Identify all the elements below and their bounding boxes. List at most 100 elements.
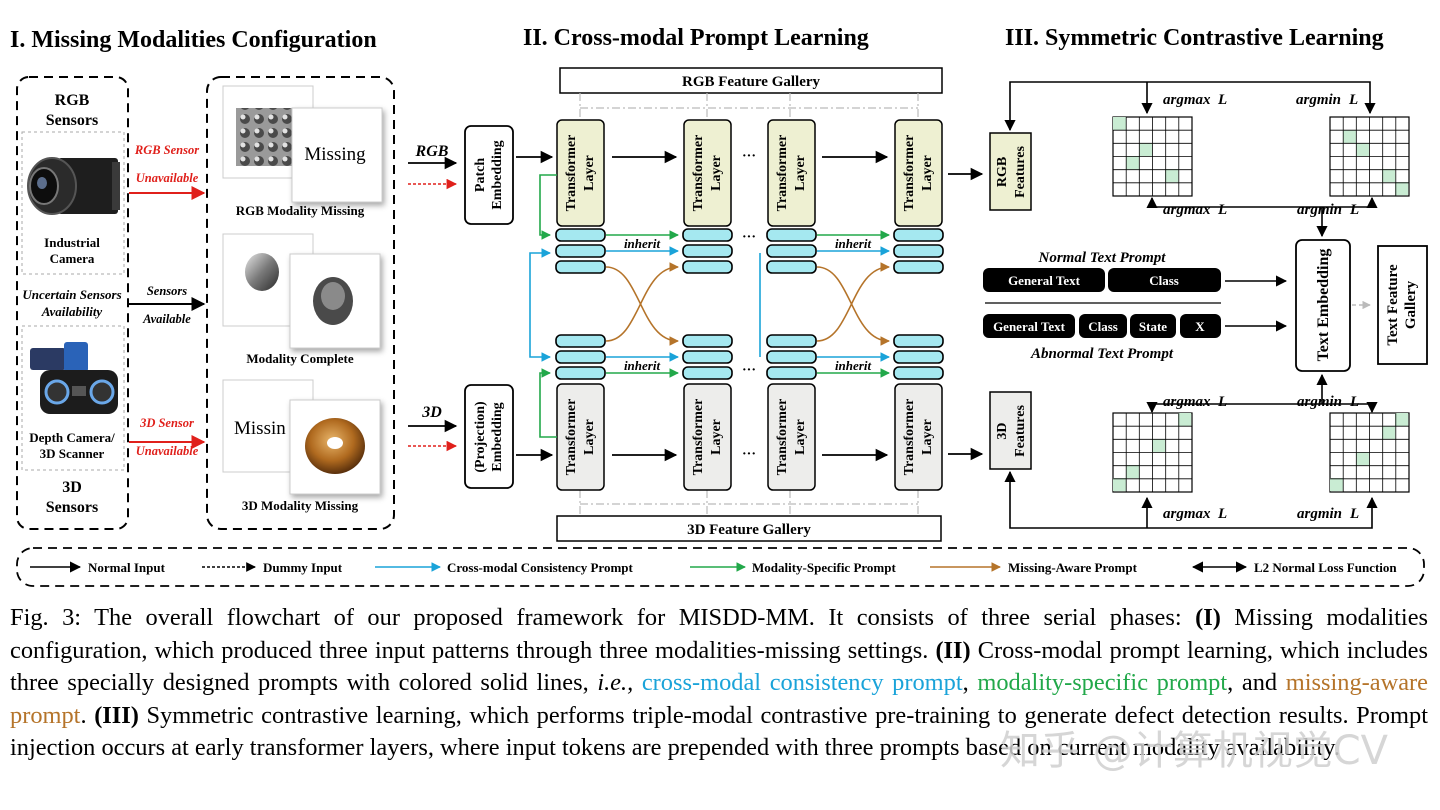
normal-text-prompt-label: Normal Text Prompt [1038,250,1167,266]
projection-embedding-box [464,384,514,489]
tf-label-a: Transformer [564,135,579,212]
rgb-sensors-title-2: Sensors [46,112,98,129]
state-token-label: State [1139,319,1167,334]
3d-input-label: 3D [421,404,442,421]
3d-features-box [989,391,1032,470]
rgb-transformer-1 [556,119,605,227]
ellipsis-prompt-bottom: ··· [742,363,756,378]
ellipsis-3d-tf: ··· [742,447,756,462]
depth-camera-image [30,342,118,414]
loss-symbol: L [1217,92,1227,108]
rgb-features-label-1: RGB [995,157,1010,187]
depth-camera-label-1: Depth Camera/ [29,430,115,445]
rgb-feature-gallery-label: RGB Feature Gallery [682,74,821,90]
rgb-modality-missing-label: RGB Modality Missing [236,203,365,218]
tf-label-a: Transformer [902,135,917,212]
general-text-token-label: General Text [993,319,1066,334]
class-token-normal [1108,268,1221,292]
sensors-available-label-2: Available [142,312,191,326]
missing-text-3d: Missin [234,418,286,439]
tf-label-a: Transformer [564,399,579,476]
caption-phase-2: (II) [935,636,971,664]
tf-label-b: Layer [793,155,808,191]
uncertain-label-2: Availability [41,304,103,319]
3d-transformer-4 [894,383,943,491]
text-feature-gallery-label-1: Text Feature [1385,264,1401,346]
tf-label-a: Transformer [691,399,706,476]
tf-label-b: Layer [582,155,597,191]
3d-unavailable-label-2: Unavailable [136,444,199,458]
sensors-panel: RGB Sensors Industrial Camera Uncertain … [16,76,129,530]
general-text-token-label: General Text [1008,273,1081,288]
inherit-label-3: inherit [624,358,661,373]
argmax-label: argmax [1163,92,1211,108]
argmin-label: argmin [1296,92,1341,108]
tf-label-b: Layer [709,419,724,455]
transformer-col-3: Transformer Layer Transformer Layer [767,119,816,491]
general-text-token-normal [983,268,1105,292]
prompt-stacks [555,228,944,380]
similarity-matrix-3d-right [1329,412,1410,493]
tf-label-b: Layer [709,155,724,191]
tf-label-a: Transformer [691,135,706,212]
general-text-token-abnormal [983,314,1075,338]
3d-sensors-title-2: Sensors [46,499,98,516]
industrial-camera-image [27,157,120,215]
3d-missing-pair: Missin [222,379,381,495]
rgb-feature-gallery [559,67,943,94]
modality-complete-label: Modality Complete [246,351,353,366]
text-feature-gallery-label-2: Gallery [1403,280,1419,329]
tf-label-b: Layer [582,419,597,455]
transformer-col-1: Transformer Layer Transformer Layer [556,119,605,491]
patch-embedding-label-2: Embedding [490,140,505,209]
missing-aware-curves [605,262,890,346]
caption-text-2: Cross-modal prompt learning, which inclu… [10,636,1428,697]
3d-feature-gallery [556,515,942,542]
rgb-features-label-2: Features [1013,146,1028,198]
similarity-matrix-rgb-left [1112,116,1193,197]
rgb-transformer-3 [767,119,816,227]
state-token [1130,314,1176,338]
figure-caption: Fig. 3: The overall flowchart of our pro… [10,602,1428,765]
argmax-label: argmax [1163,394,1211,410]
ellipsis-rgb-tf: ··· [742,149,756,164]
sensors-available-label-1: Sensors [147,284,187,298]
phase-2-title: II. Cross-modal Prompt Learning [523,25,869,51]
caption-lead: Fig. 3: The overall flowchart of our pro… [10,604,1196,631]
inherit-label-1: inherit [624,236,661,251]
rgb-unavailable-label-1: RGB Sensor [134,143,199,157]
caption-phase-1: (I) [1195,604,1221,631]
caption-modality-specific: modality-specific prompt [977,669,1228,697]
argmin-label: argmin [1297,394,1342,410]
l2-loss-connectors [1004,81,1378,529]
transformer-col-2: Transformer Layer Transformer Layer [683,119,732,491]
inherit-label-4: inherit [835,358,872,373]
rgb-transformer-4 [894,119,943,227]
caption-ie: i.e., [597,669,634,697]
3d-modality-missing-label: 3D Modality Missing [242,498,359,513]
3d-unavailable-label-1: 3D Sensor [139,416,194,430]
rgb-features-box [989,132,1032,211]
projection-embedding-label-1: (Projection) [473,401,488,473]
legend-missing-aware: Missing-Aware Prompt [1008,560,1138,575]
gallery-dashed-connectors [579,93,919,516]
tf-flow-arrows [612,150,889,462]
3d-features-label-2: Features [1013,405,1028,457]
rgb-missing-pair: Missing [222,85,383,203]
class-token-label: Class [1088,319,1118,334]
class-token-abnormal [1079,314,1127,338]
argmin-label: argmin [1297,506,1342,522]
3d-features-label-1: 3D [995,422,1010,439]
loss-symbol: L [1349,506,1359,522]
x-token-label: X [1195,319,1205,334]
legend-modality-specific: Modality-Specific Prompt [752,560,896,575]
3d-feature-gallery-label: 3D Feature Gallery [687,522,811,538]
abnormal-text-prompt-label: Abnormal Text Prompt [1030,346,1174,362]
complete-pair [222,233,381,349]
3d-sensors-title-1: 3D [62,479,82,496]
tf-label-b: Layer [920,155,935,191]
caption-dot: . [80,701,95,729]
caption-phase-3: (III) [94,701,139,729]
patch-embedding-box [464,125,514,225]
rgb-sensors-title-1: RGB [55,92,90,109]
